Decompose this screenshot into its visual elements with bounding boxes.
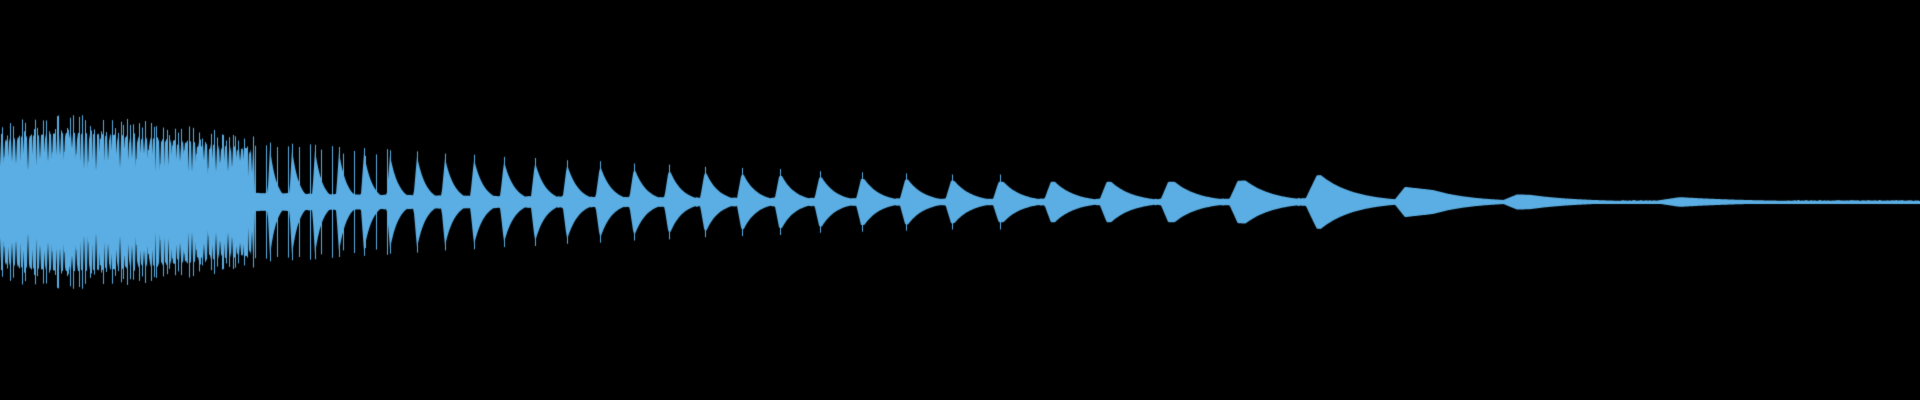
waveform-canvas[interactable] — [0, 0, 1920, 400]
audio-waveform-view[interactable] — [0, 0, 1920, 400]
